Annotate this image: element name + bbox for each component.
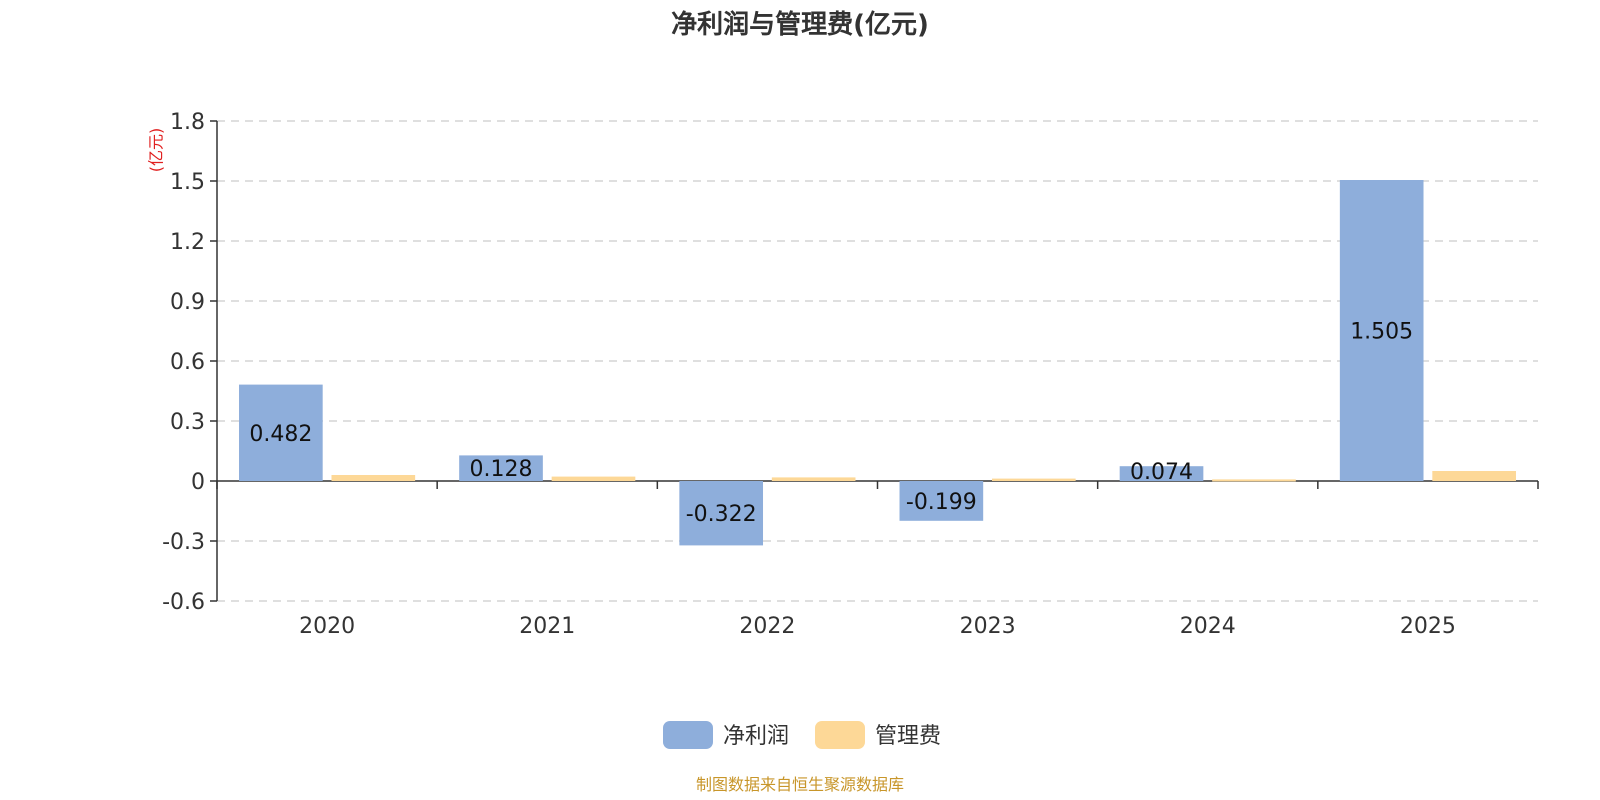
bar-净利润-2022[interactable] xyxy=(679,481,764,546)
data-label: 1.505 xyxy=(1350,320,1413,345)
x-tick-label: 2025 xyxy=(1400,614,1456,639)
bar-管理费-2024[interactable] xyxy=(1212,479,1296,482)
y-tick-label: 0 xyxy=(191,470,205,495)
data-label: 0.074 xyxy=(1130,460,1193,485)
bar-净利润-2024[interactable] xyxy=(1119,466,1204,481)
y-tick-label: -0.6 xyxy=(162,590,205,615)
y-tick-label: 1.2 xyxy=(170,230,205,255)
bar-管理费-2022[interactable] xyxy=(771,477,856,481)
legend[interactable]: 净利润 管理费 xyxy=(663,721,941,749)
source-note: 制图数据来自恒生聚源数据库 xyxy=(696,775,904,794)
x-tick-label: 2024 xyxy=(1180,614,1236,639)
bar-管理费-2023[interactable] xyxy=(991,478,1076,481)
bar-净利润-2020[interactable] xyxy=(239,384,323,481)
x-tick-label: 2021 xyxy=(519,614,575,639)
bar-管理费-2021[interactable] xyxy=(551,476,636,481)
x-tick-label: 2023 xyxy=(960,614,1016,639)
data-label: 0.128 xyxy=(470,457,533,482)
bars xyxy=(239,180,1516,546)
legend-label[interactable]: 净利润 xyxy=(723,724,789,749)
y-tick-label: -0.3 xyxy=(162,530,205,555)
bar-净利润-2023[interactable] xyxy=(899,481,984,521)
gridlines xyxy=(217,120,1538,602)
bar-管理费-2025[interactable] xyxy=(1432,471,1516,481)
x-tick-label: 2022 xyxy=(739,614,795,639)
legend-swatch[interactable] xyxy=(663,721,713,749)
y-tick-label: 1.5 xyxy=(170,170,205,195)
data-label: -0.199 xyxy=(906,490,977,515)
y-tick-label: 0.9 xyxy=(170,290,205,315)
data-label: 0.482 xyxy=(249,422,312,447)
axes: -0.6 -0.3 0 0.3 0.6 0.9 1.2 1.5 1.8 2020 2021 2022 2… xyxy=(162,110,1539,639)
legend-label[interactable]: 管理费 xyxy=(875,724,941,749)
y-tick-label: 0.6 xyxy=(170,350,205,375)
y-tick-label: 1.8 xyxy=(170,110,205,135)
x-tick-label: 2020 xyxy=(299,614,355,639)
bar-净利润-2021[interactable] xyxy=(459,455,543,481)
y-axis-unit-label: (亿元) xyxy=(147,128,166,173)
bar-净利润-2025[interactable] xyxy=(1339,180,1424,481)
legend-swatch[interactable] xyxy=(815,721,865,749)
bar-管理费-2020[interactable] xyxy=(331,475,416,481)
data-label: -0.322 xyxy=(686,502,757,527)
chart-title: 净利润与管理费(亿元) xyxy=(671,9,929,40)
y-tick-label: 0.3 xyxy=(170,410,205,435)
data-labels: 0.482 0.128 -0.322 -0.199 0.074 1.505 xyxy=(249,320,1413,528)
